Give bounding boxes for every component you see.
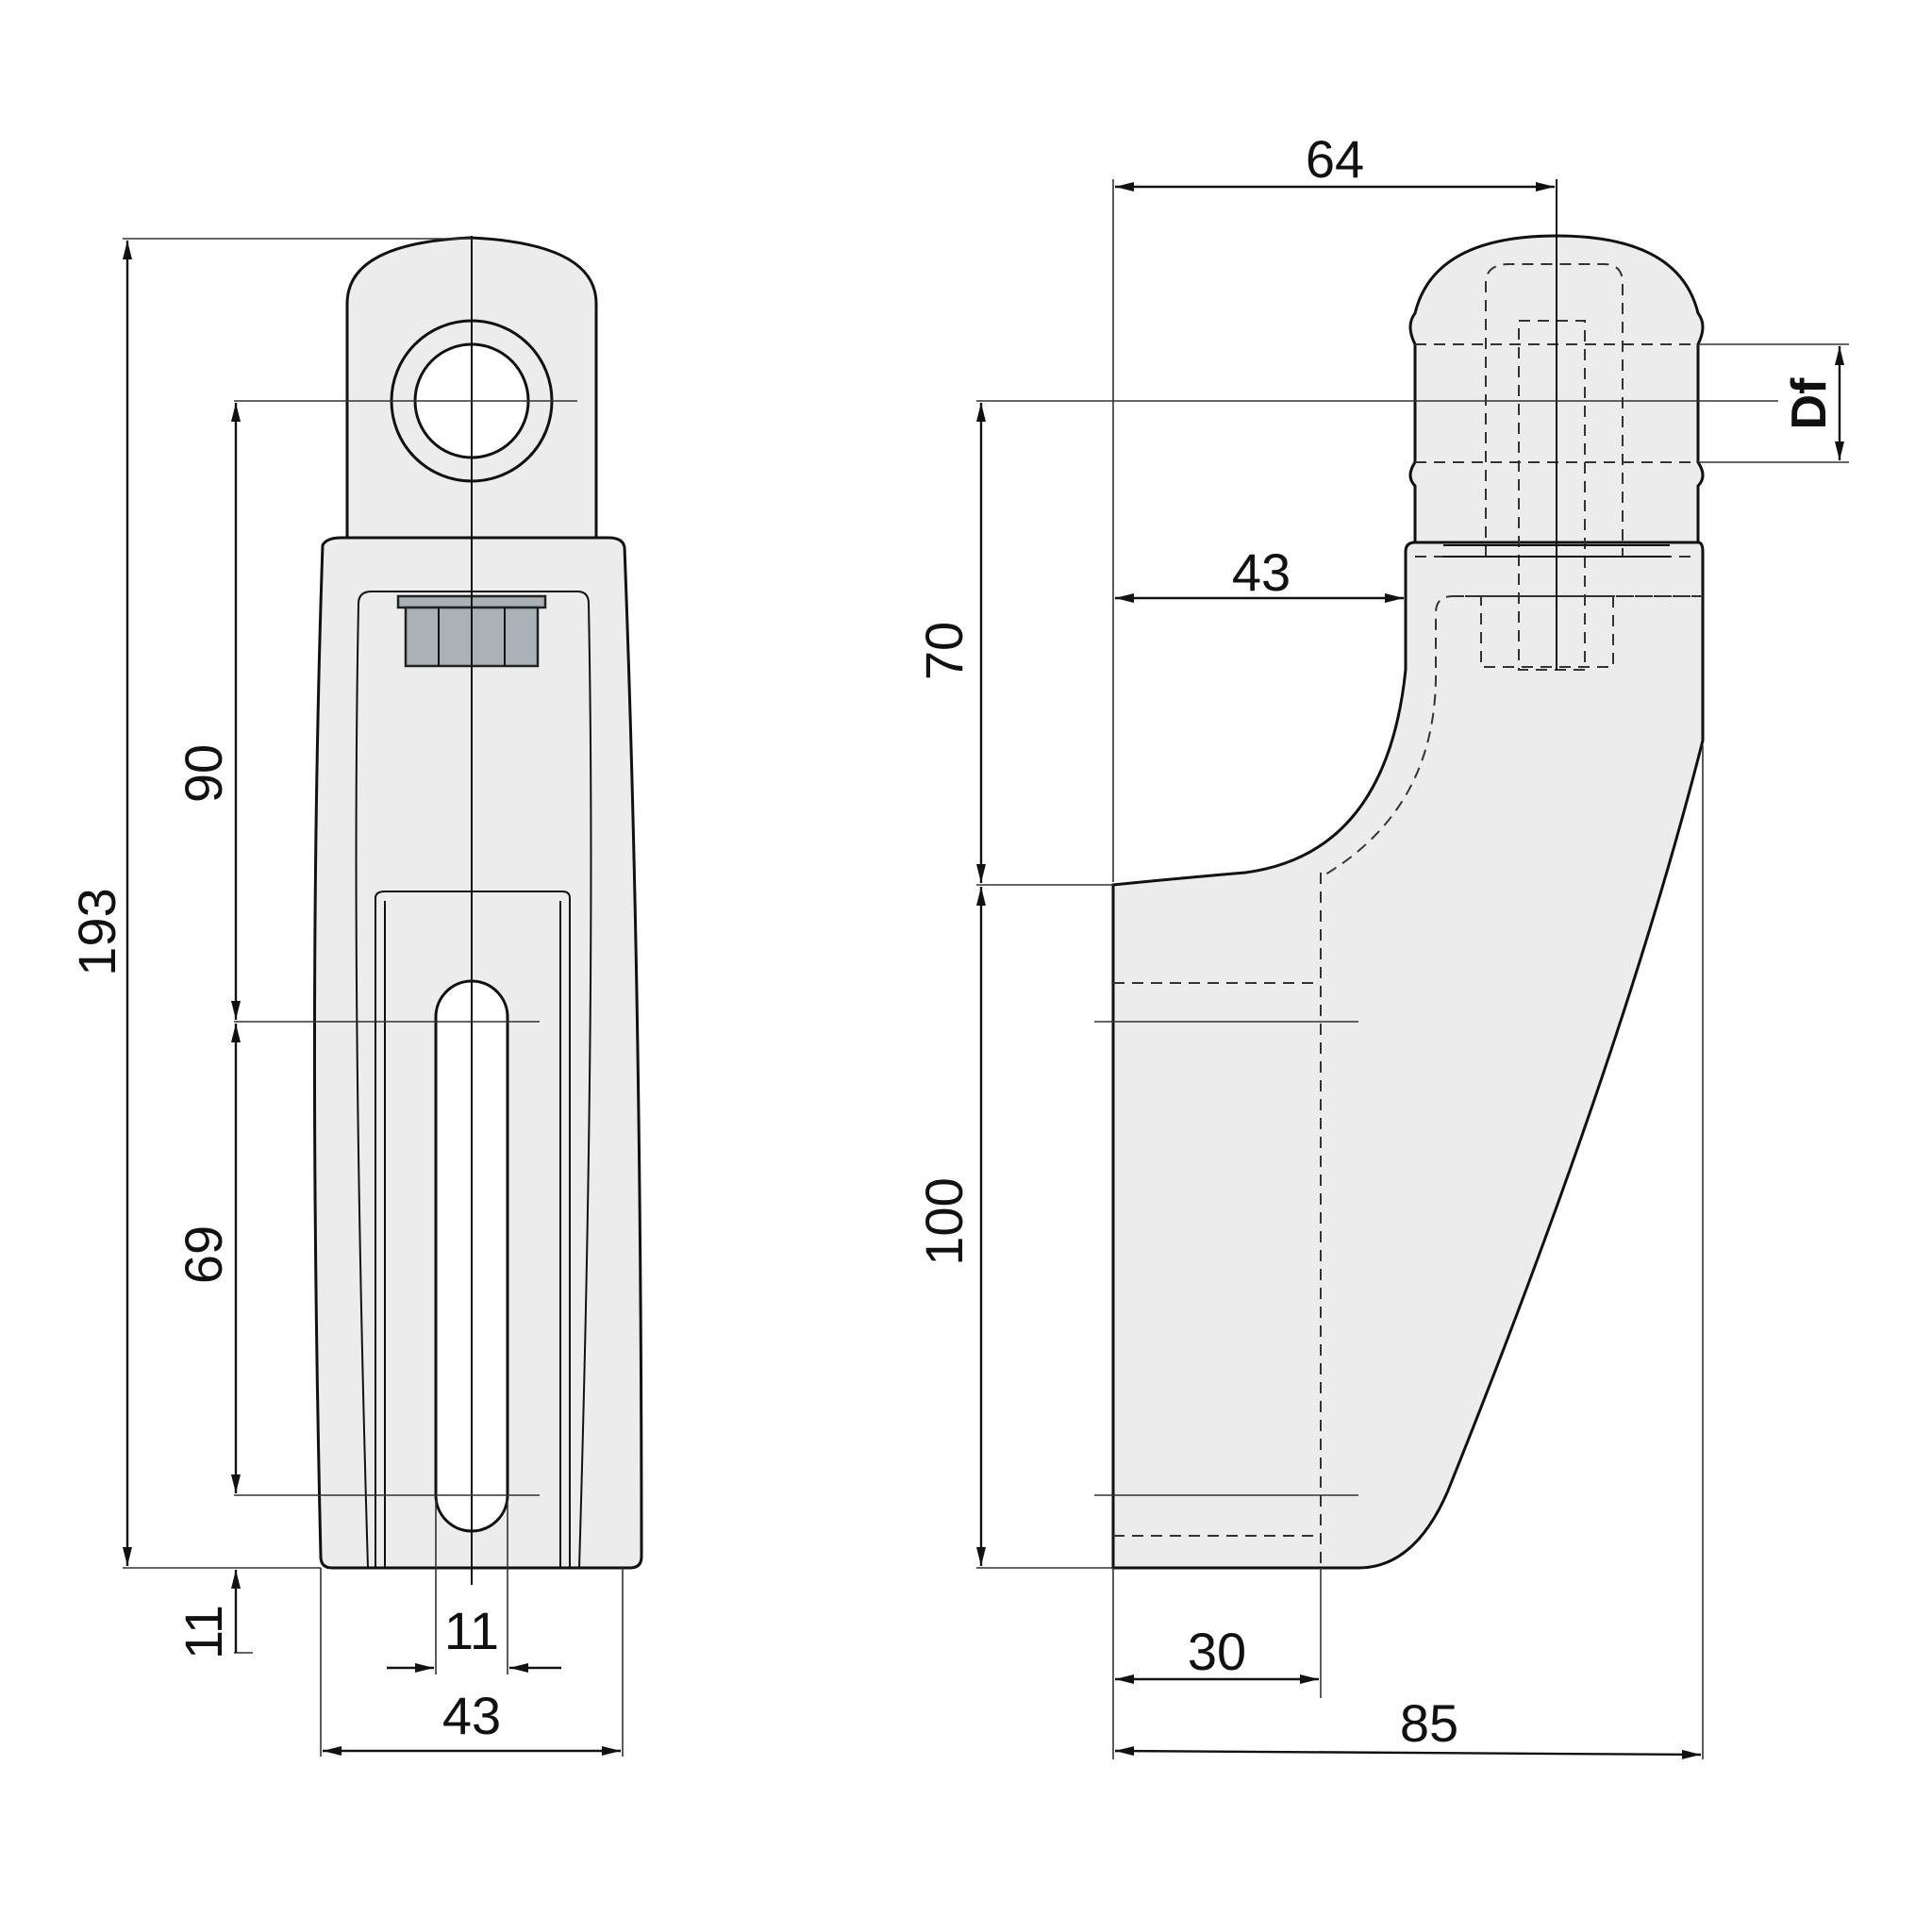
- dim-label-90: 90: [174, 744, 233, 803]
- dim-label-70: 70: [914, 622, 974, 680]
- side-main-body: [1111, 541, 1705, 1570]
- dim-label-df: Df: [1782, 377, 1837, 430]
- dim-label-11-vertical: 11: [174, 1605, 233, 1659]
- front-view: 193 90 69 11 11 43: [67, 236, 643, 1757]
- front-slot-plate: [375, 891, 571, 1568]
- dim-label-30: 30: [1188, 1622, 1246, 1681]
- side-hidden-head-outline: [1485, 263, 1624, 557]
- dim-label-69: 69: [174, 1225, 233, 1284]
- dim-line-85: [1114, 1746, 1702, 1759]
- side-hidden-nut: [1480, 595, 1614, 668]
- dim-label-64: 64: [1306, 129, 1364, 189]
- dim-label-43-side: 43: [1232, 542, 1291, 602]
- side-hidden-recess: [1320, 595, 1703, 878]
- dim-label-11-slot: 11: [444, 1601, 499, 1660]
- dim-label-193: 193: [67, 888, 126, 975]
- front-inner-recess: [355, 591, 592, 1569]
- dim-label-43-front: 43: [442, 1686, 501, 1745]
- side-view: 64 43 70 100 30 85 Df: [914, 129, 1849, 1759]
- dim-label-85: 85: [1400, 1693, 1458, 1753]
- dim-label-100: 100: [914, 1177, 974, 1265]
